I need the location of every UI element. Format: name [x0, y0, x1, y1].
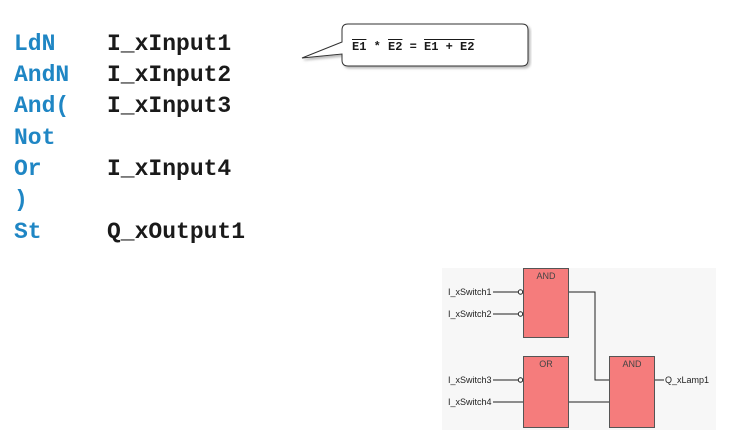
- fbd-diagram: I_xSwitch1 I_xSwitch2 I_xSwitch3 I_xSwit…: [442, 268, 716, 430]
- code-operand: Q_xOutput1: [107, 219, 246, 245]
- fbd-wires: [493, 289, 664, 403]
- block-label: AND: [622, 359, 642, 369]
- code-operator: Or: [14, 156, 42, 182]
- equation-operator: *: [373, 40, 381, 54]
- code-operator: Not: [14, 125, 56, 151]
- code-line: AndN I_xInput2: [14, 60, 231, 90]
- code-operand: I_xInput4: [107, 156, 232, 182]
- code-operator: LdN: [14, 31, 56, 57]
- negation-circle-switch1: [517, 289, 524, 295]
- code-operator: ): [14, 187, 28, 213]
- code-operand: I_xInput3: [107, 93, 232, 119]
- output-label-lamp: Q_xLamp1: [665, 375, 710, 385]
- or-block: OR: [523, 356, 569, 428]
- and-block-output: AND: [609, 356, 655, 428]
- wire-and-top-out: [569, 291, 609, 381]
- code-operator: St: [14, 219, 42, 245]
- block-label: AND: [536, 271, 556, 281]
- equation-term: E2: [388, 40, 403, 54]
- and-block-top: AND: [523, 268, 569, 338]
- block-label: OR: [539, 359, 553, 369]
- input-label-switch3: I_xSwitch3: [448, 375, 492, 385]
- input-label-switch2: I_xSwitch2: [448, 309, 492, 319]
- input-label-switch1: I_xSwitch1: [448, 287, 492, 297]
- callout-shape: [301, 23, 529, 67]
- negation-circle-switch2: [517, 311, 524, 317]
- callout-bubble: E1 * E2 = E1 + E2: [300, 20, 532, 75]
- code-line: And( I_xInput3: [14, 91, 231, 121]
- equation-operator: =: [409, 40, 417, 54]
- code-line: ): [14, 185, 97, 215]
- equation-term: E1: [352, 40, 367, 54]
- code-line: St Q_xOutput1: [14, 217, 245, 247]
- equation-term: E1 + E2: [424, 40, 475, 54]
- de-morgan-equation: E1 * E2 = E1 + E2: [352, 40, 474, 54]
- code-operand: I_xInput1: [107, 31, 232, 57]
- code-line: Or I_xInput4: [14, 154, 231, 184]
- input-label-switch4: I_xSwitch4: [448, 397, 492, 407]
- code-operator: And(: [14, 93, 70, 119]
- code-line: LdN I_xInput1: [14, 29, 231, 59]
- negation-circle-switch3: [517, 377, 524, 383]
- code-line: Not: [14, 123, 97, 153]
- code-operator: AndN: [14, 62, 70, 88]
- code-operand: I_xInput2: [107, 62, 232, 88]
